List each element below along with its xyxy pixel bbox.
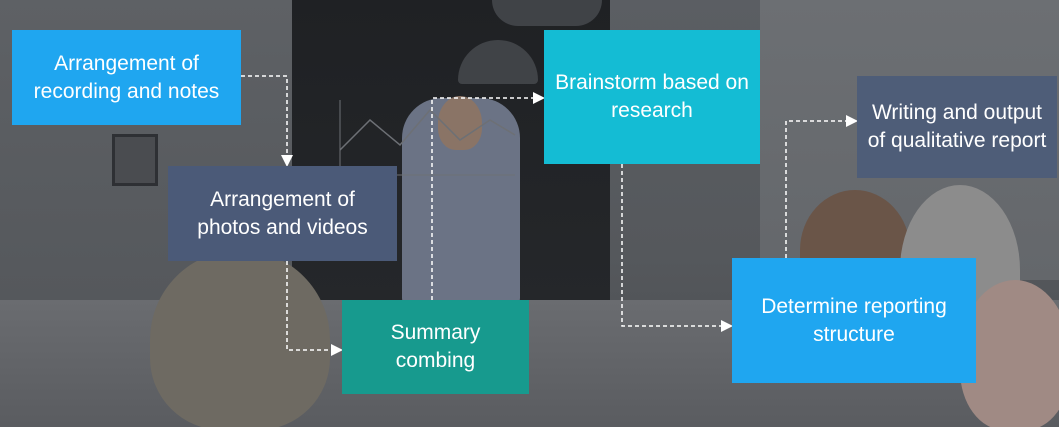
background-lamp-2 <box>492 0 602 26</box>
node-label: Determine reporting structure <box>761 294 947 346</box>
node-label: Writing and output of qualitative report <box>867 101 1047 152</box>
node-label: Arrangement of photos and videos <box>197 187 368 239</box>
connector-structure-to-report <box>785 115 858 258</box>
connector-recording-to-photos <box>241 75 293 167</box>
node-brainstorm: Brainstorm based on research <box>544 30 760 164</box>
connector-summary-to-brainstorm <box>431 92 545 300</box>
background-presenter-head <box>438 96 482 150</box>
node-qualitative-report: Writing and output of qualitative report <box>857 76 1057 178</box>
node-reporting-structure: Determine reporting structure <box>732 258 976 383</box>
connector-photos-to-summary <box>286 261 343 356</box>
background-picture-frame <box>112 134 158 186</box>
node-label: Brainstorm based on research <box>555 71 749 122</box>
node-photos-videos: Arrangement of photos and videos <box>168 166 397 261</box>
connector-brainstorm-to-structure <box>621 164 733 332</box>
node-recording-notes: Arrangement of recording and notes <box>12 30 241 125</box>
node-summary-combing: Summary combing <box>342 300 529 394</box>
node-label: Summary combing <box>390 321 481 372</box>
background-attendee-pink <box>960 280 1059 427</box>
node-label: Arrangement of recording and notes <box>33 51 220 103</box>
background-attendee-left <box>150 250 330 427</box>
